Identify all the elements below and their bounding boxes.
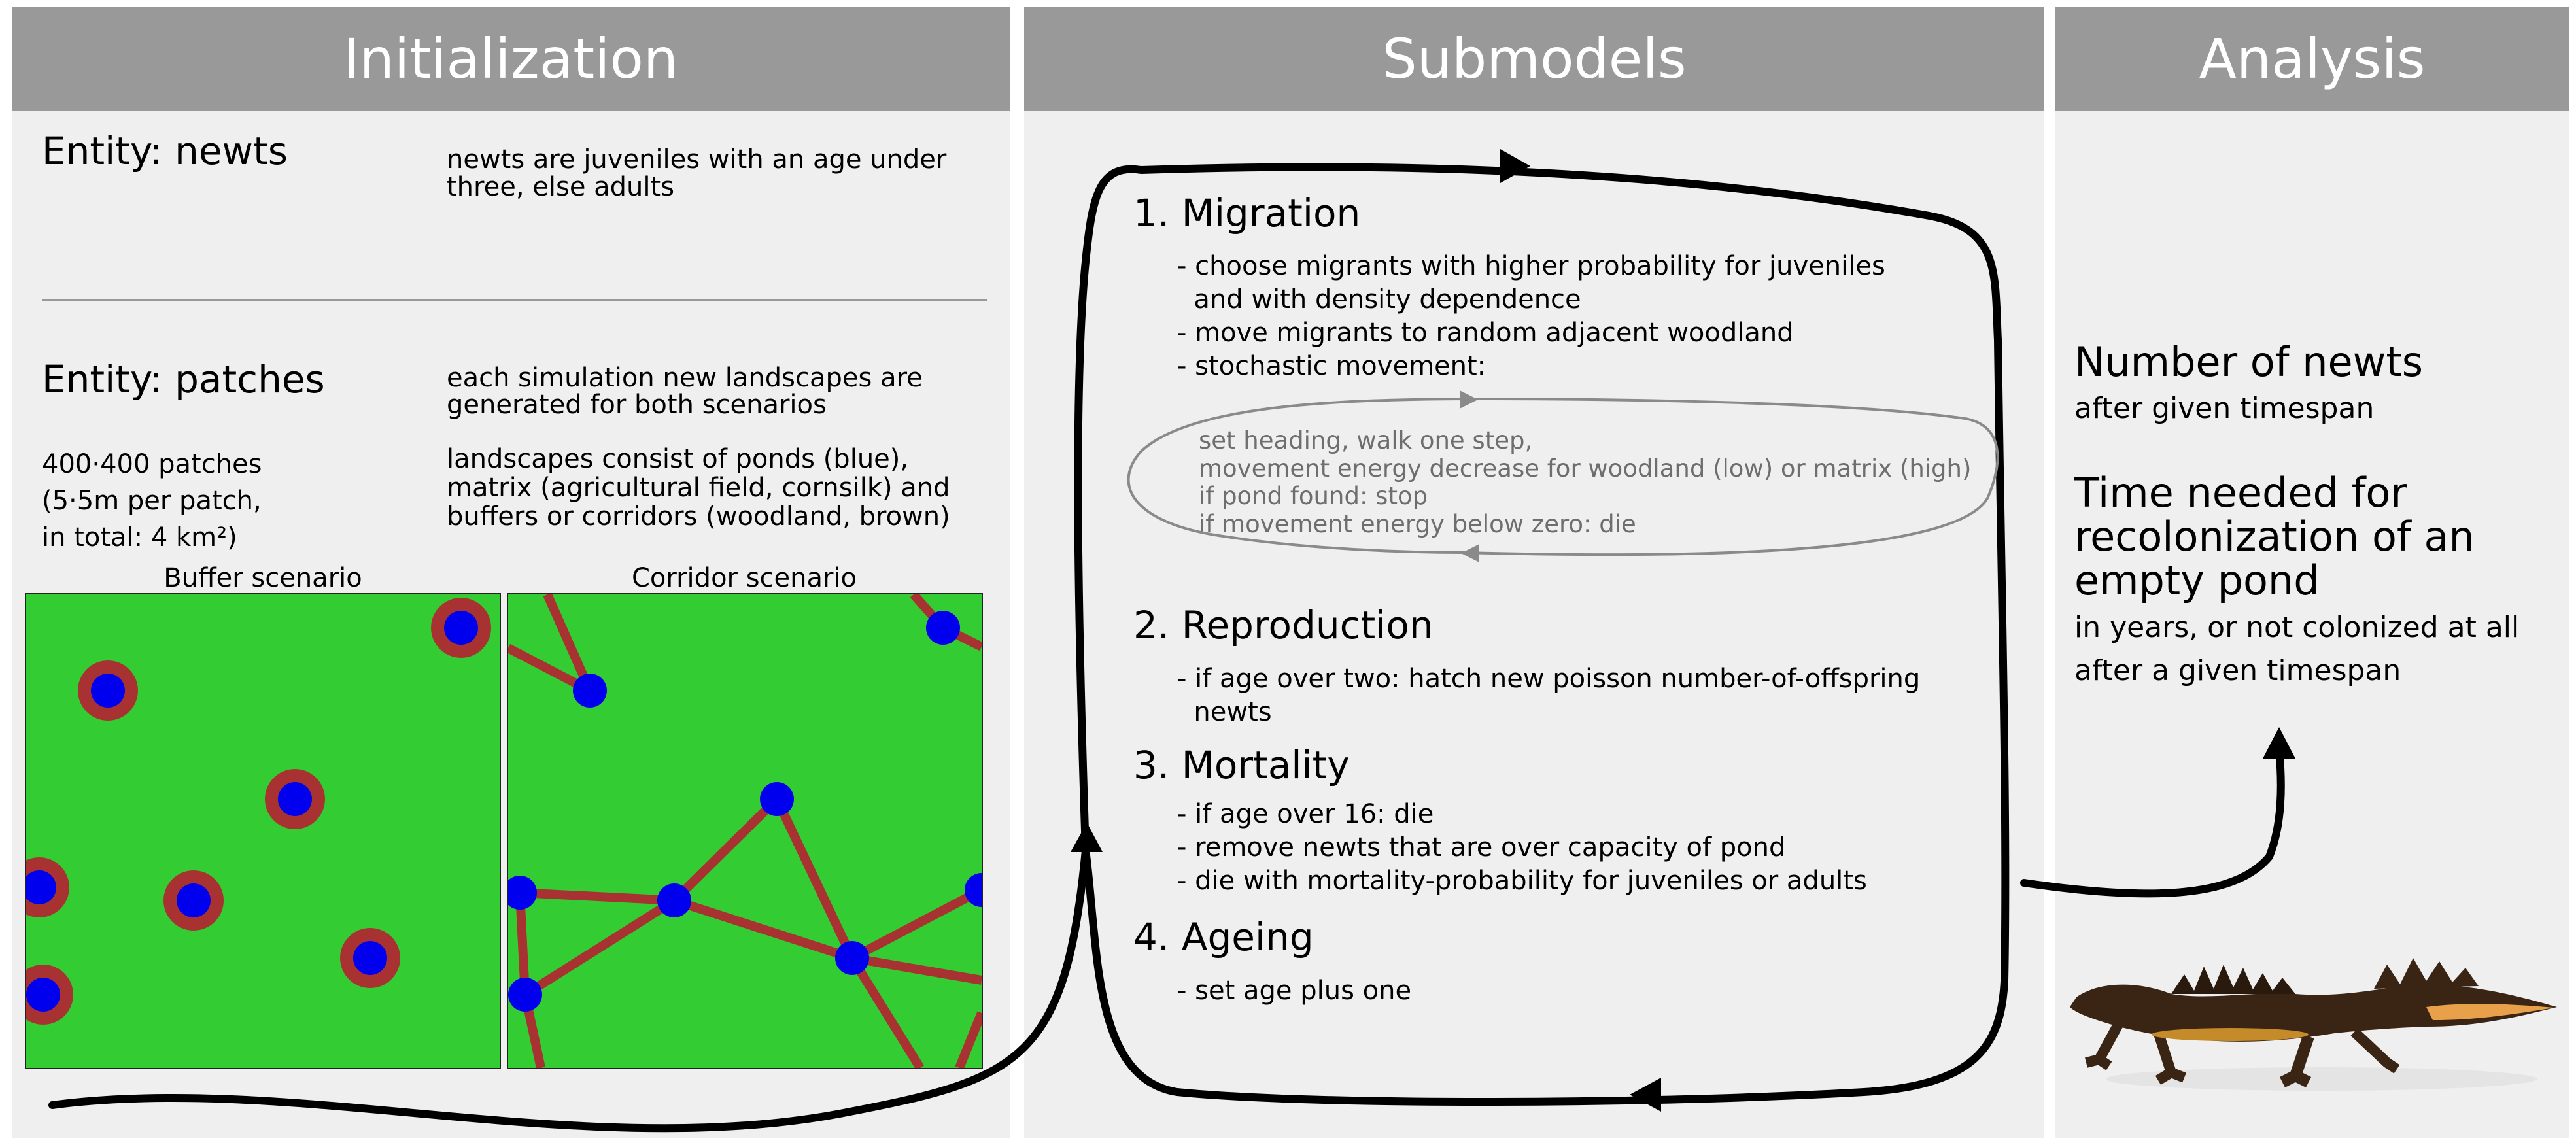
newt-leg xyxy=(2350,1028,2400,1074)
reproduction-line-1: - if age over two: hatch new poisson num… xyxy=(1177,664,1921,694)
migration-line-3: - move migrants to random adjacent woodl… xyxy=(1177,318,1794,348)
pond xyxy=(26,978,60,1012)
patches-desc-1: each simulation new landscapes are xyxy=(447,363,923,393)
loop-line-3: if pond found: stop xyxy=(1199,482,1428,510)
initialization-header: Initialization xyxy=(12,7,1010,111)
mortality-title: 3. Mortality xyxy=(1133,743,1350,787)
corridor xyxy=(850,885,982,963)
loop-line-1: set heading, walk one step, xyxy=(1199,426,1533,454)
newt-count-title: Number of newts xyxy=(2074,338,2423,386)
newt-tail-stripe xyxy=(2426,1004,2554,1020)
newt-body xyxy=(2070,984,2557,1042)
pond xyxy=(91,674,125,708)
ageing-title: 4. Ageing xyxy=(1133,915,1314,959)
submodels-header: Submodels xyxy=(1024,7,2044,111)
entity-newts-label: Entity: newts xyxy=(42,129,288,173)
corridor xyxy=(955,1011,982,1068)
newt-leg xyxy=(2085,1021,2124,1070)
corridors xyxy=(508,594,982,1068)
landscape-desc-3: buffers or corridors (woodland, brown) xyxy=(447,502,950,532)
buffer-map-svg xyxy=(26,598,491,1025)
buffer-scenario-label: Buffer scenario xyxy=(163,563,362,593)
landscape-desc-1: landscapes consist of ponds (blue), xyxy=(447,444,909,474)
pond xyxy=(657,883,691,917)
newt-tail-crest xyxy=(2374,958,2479,989)
recolonization-title-3: empty pond xyxy=(2074,556,2320,604)
pond xyxy=(508,876,537,910)
migration-line-4: - stochastic movement: xyxy=(1177,351,1486,381)
loop-line-4: if movement energy below zero: die xyxy=(1199,510,1636,538)
recolonization-title-1: Time needed for xyxy=(2074,469,2407,517)
corridor xyxy=(851,953,982,985)
migration-title: 1. Migration xyxy=(1133,191,1361,235)
entity-patches-label: Entity: patches xyxy=(42,357,325,402)
corridor xyxy=(848,955,924,1068)
loop-line-2: movement energy decrease for woodland (l… xyxy=(1199,454,1972,483)
pond xyxy=(835,941,869,975)
buffer-rings xyxy=(26,598,491,1025)
recolonization-title-2: recolonization of an xyxy=(2074,513,2475,560)
corridor xyxy=(519,888,675,905)
mortality-line-3: - die with mortality-probability for juv… xyxy=(1177,866,1867,896)
patches-size-3: in total: 4 km²) xyxy=(42,522,237,553)
corridor-scenario-label: Corridor scenario xyxy=(631,563,857,593)
mortality-line-1: - if age over 16: die xyxy=(1177,799,1434,829)
corridor xyxy=(543,594,594,693)
pond xyxy=(926,611,960,645)
patches-size-2: (5·5m per patch, xyxy=(42,486,262,516)
newt-shadow xyxy=(2106,1067,2537,1091)
migration-line-2: and with density dependence xyxy=(1177,284,1581,315)
newt-leg xyxy=(2153,1030,2186,1085)
newt-count-desc: after given timespan xyxy=(2074,392,2375,425)
pond xyxy=(353,941,387,975)
recolonization-desc-2: after a given timespan xyxy=(2074,654,2401,687)
corridor xyxy=(671,796,780,904)
pond xyxy=(278,782,312,816)
submodels-panel: Submodels xyxy=(1024,7,2044,1138)
patches-desc-2: generated for both scenarios xyxy=(447,390,827,420)
pond xyxy=(573,674,607,708)
ageing-line-1: - set age plus one xyxy=(1177,976,1412,1006)
recolonization-desc-1: in years, or not colonized at all xyxy=(2074,611,2520,644)
corridor-scenario-map xyxy=(507,593,983,1069)
newts-desc-2: three, else adults xyxy=(447,172,675,202)
reproduction-line-2: newts xyxy=(1177,697,1272,727)
corridor-map-svg xyxy=(508,594,982,1068)
newt-leg xyxy=(2279,1035,2314,1088)
patches-size-1: 400·400 patches xyxy=(42,449,262,479)
pond xyxy=(177,883,211,917)
migration-line-1: - choose migrants with higher probabilit… xyxy=(1177,251,1885,281)
analysis-panel: Analysis xyxy=(2055,7,2569,1138)
corridor xyxy=(523,897,677,999)
analysis-header: Analysis xyxy=(2055,7,2569,111)
pond xyxy=(508,978,542,1012)
landscape-desc-2: matrix (agricultural field, cornsilk) an… xyxy=(447,473,950,503)
reproduction-title: 2. Reproduction xyxy=(1133,603,1434,647)
pond xyxy=(760,782,794,816)
newts-desc-1: newts are juveniles with an age under xyxy=(447,145,947,175)
newt-crest xyxy=(2171,965,2295,994)
mortality-line-2: - remove newts that are over capacity of… xyxy=(1177,832,1786,863)
section-divider xyxy=(42,299,987,301)
newt-belly xyxy=(2152,1028,2309,1041)
newt-photo xyxy=(2070,958,2557,1091)
buffer-scenario-map xyxy=(25,593,501,1069)
pond xyxy=(444,611,478,645)
